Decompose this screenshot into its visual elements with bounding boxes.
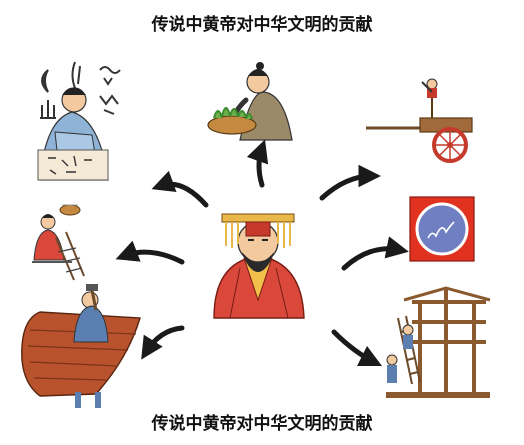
diagram-title-bottom: 传说中黄帝对中华文明的贡献	[151, 414, 373, 434]
cart-scene	[366, 78, 473, 163]
building-scene	[386, 286, 491, 398]
yellow-emperor-figure	[213, 213, 305, 319]
sericulture-scene	[32, 204, 85, 281]
scribe-figure-icon	[37, 87, 109, 181]
arrow-to-building	[331, 329, 383, 367]
grain-basket-icon	[207, 107, 257, 135]
arrow-to-calendar	[341, 236, 409, 271]
calendar-scene	[409, 196, 475, 262]
cart-wheel-icon	[432, 127, 468, 163]
ancient-glyphs-icon	[40, 61, 121, 119]
diagram-title-top: 传说中黄帝对中华文明的贡献	[151, 15, 373, 35]
boat-scene	[21, 284, 141, 408]
arrow-to-sericulture	[115, 240, 185, 265]
crown-icon	[221, 213, 295, 248]
house-frame-icon	[403, 286, 491, 392]
agriculture-scene	[207, 62, 293, 141]
writing-scene	[37, 61, 121, 181]
arrow-to-agriculture	[246, 139, 269, 188]
arrow-to-writing	[151, 170, 209, 208]
star-map-icon	[427, 221, 455, 239]
arrow-to-cart	[319, 164, 381, 201]
arrows	[115, 139, 409, 367]
arrow-to-boat	[141, 325, 185, 360]
hammer-icon	[86, 284, 98, 311]
